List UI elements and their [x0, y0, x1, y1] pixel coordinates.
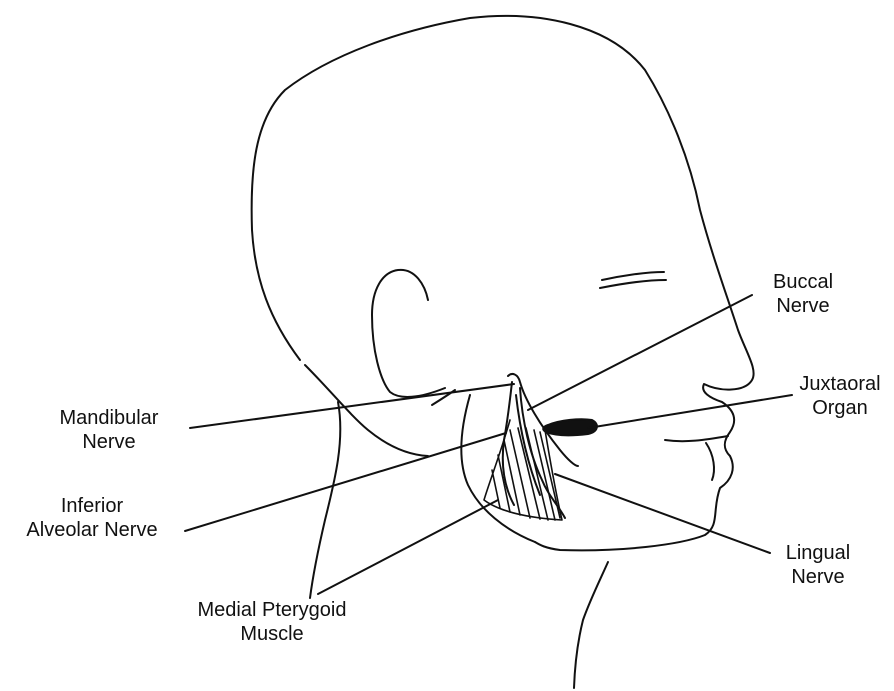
lingual-nerve-line1: Lingual [768, 541, 868, 565]
leader-inferior-alveolar-nerve [185, 433, 506, 531]
ear-outline [372, 270, 445, 397]
label-lingual-nerve: Lingual Nerve [768, 541, 868, 589]
medial-pterygoid-muscle-line2: Muscle [172, 622, 372, 646]
leader-juxtaoral-organ [588, 395, 792, 428]
mandibular-nerve-line1: Mandibular [34, 406, 184, 430]
lingual-nerve-line2: Nerve [768, 565, 868, 589]
label-juxtaoral-organ: Juxtaoral Organ [790, 372, 890, 420]
leader-medial-pterygoid-muscle [318, 500, 498, 594]
label-mandibular-nerve: Mandibular Nerve [34, 406, 184, 454]
leader-buccal-nerve [528, 295, 752, 410]
buccal-nerve-line1: Buccal [758, 270, 848, 294]
medial-pterygoid-muscle-line1: Medial Pterygoid [172, 598, 372, 622]
label-inferior-alveolar-nerve: Inferior Alveolar Nerve [6, 494, 178, 542]
label-buccal-nerve: Buccal Nerve [758, 270, 848, 318]
eye [600, 272, 666, 288]
neck-back-lower [310, 402, 340, 598]
neck-front [574, 562, 608, 688]
mandibular-nerve-line2: Nerve [34, 430, 184, 454]
inferior-alveolar-nerve-line1: Inferior [6, 494, 178, 518]
leader-mandibular-nerve [190, 384, 514, 428]
juxtaoral-organ-line2: Organ [790, 396, 890, 420]
juxtaoral-organ-line1: Juxtaoral [790, 372, 890, 396]
mouth [665, 436, 728, 441]
buccal-nerve-line2: Nerve [758, 294, 848, 318]
cheek-crease [706, 443, 714, 480]
leader-lingual-nerve [555, 474, 770, 553]
leader-lines [185, 295, 792, 594]
label-medial-pterygoid-muscle: Medial Pterygoid Muscle [172, 598, 372, 646]
inferior-alveolar-nerve-line2: Alveolar Nerve [6, 518, 178, 542]
